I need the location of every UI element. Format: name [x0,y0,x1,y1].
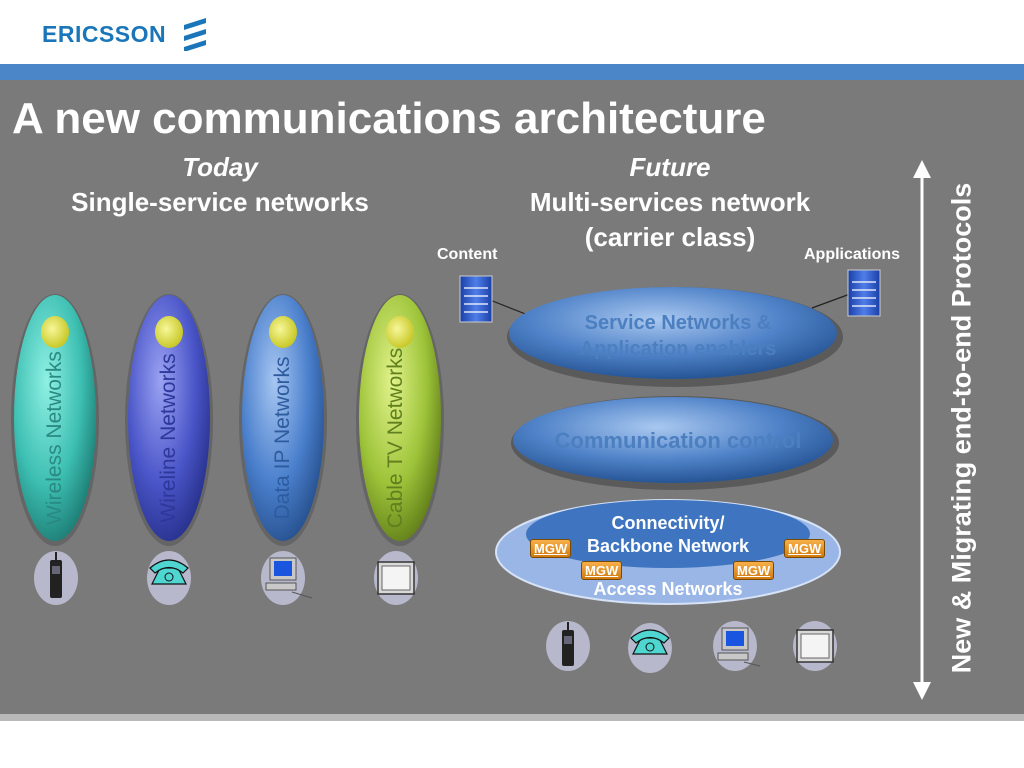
telephone-icon [628,623,672,673]
today-subheading: Single-service networks [71,187,369,217]
today-heading-block: Today Single-service networks [30,152,410,218]
service-networks-line2: Application enablers [579,338,777,360]
service-networks-line1: Service Networks & [584,312,772,334]
content-label: Content [437,246,498,263]
cable-tv-networks-label: Cable TV Networks [384,347,407,529]
today-heading: Today [182,152,258,182]
protocol-arrow [913,160,931,700]
mgw-badge: MGW [581,561,623,580]
mgw-badge: MGW [784,539,826,558]
connectivity-label: Connectivity/ Backbone Network [500,512,836,558]
computer-icon [261,551,313,605]
tv-icon [793,621,837,671]
tv-icon [374,551,418,605]
communication-control-label: Communication control [554,428,802,453]
computer-icon [713,621,761,671]
wireline-networks-label: Wireline Networks [157,353,180,523]
future-subheading-line2: (carrier class) [584,222,756,252]
cable-tv-network-oval [356,294,444,546]
protocols-side-label: New & Migrating end-to-end Protocols [946,182,977,674]
logo-text: ERICSSON [42,20,167,47]
telephone-icon [147,551,191,605]
slide-title: A new communications architecture [12,94,766,143]
access-networks-label: Access Networks [593,579,743,599]
data-ip-network-oval [239,294,327,546]
service-networks-label: Service Networks & Application enablers [513,310,843,362]
mgw-badge: MGW [530,539,572,558]
wireline-network-oval [125,294,213,546]
ericsson-mark-icon [184,18,207,51]
ericsson-logo: ERICSSON [42,14,208,54]
future-heading-block: Future Multi-services network (carrier c… [490,152,850,253]
application-server-icon [847,269,881,317]
service-networks-layer [507,287,843,387]
future-heading: Future [629,152,711,182]
mobile-phone-icon [34,551,78,605]
wireless-network-oval [11,294,99,546]
mobile-phone-icon [546,621,590,671]
connectivity-line2: Backbone Network [586,536,750,556]
applications-label: Applications [804,246,901,263]
communication-control-layer [511,396,839,490]
mgw-badge: MGW [733,561,775,580]
future-subheading-line1: Multi-services network [529,187,811,217]
content-server-icon [459,275,493,323]
connectivity-line1: Connectivity/ [611,513,725,533]
footer-band [0,714,1024,721]
wireless-networks-label: Wireless Networks [43,351,66,525]
header: ERICSSON [0,0,1024,64]
data-ip-networks-label: Data IP Networks [271,356,294,520]
header-band [0,64,1024,80]
